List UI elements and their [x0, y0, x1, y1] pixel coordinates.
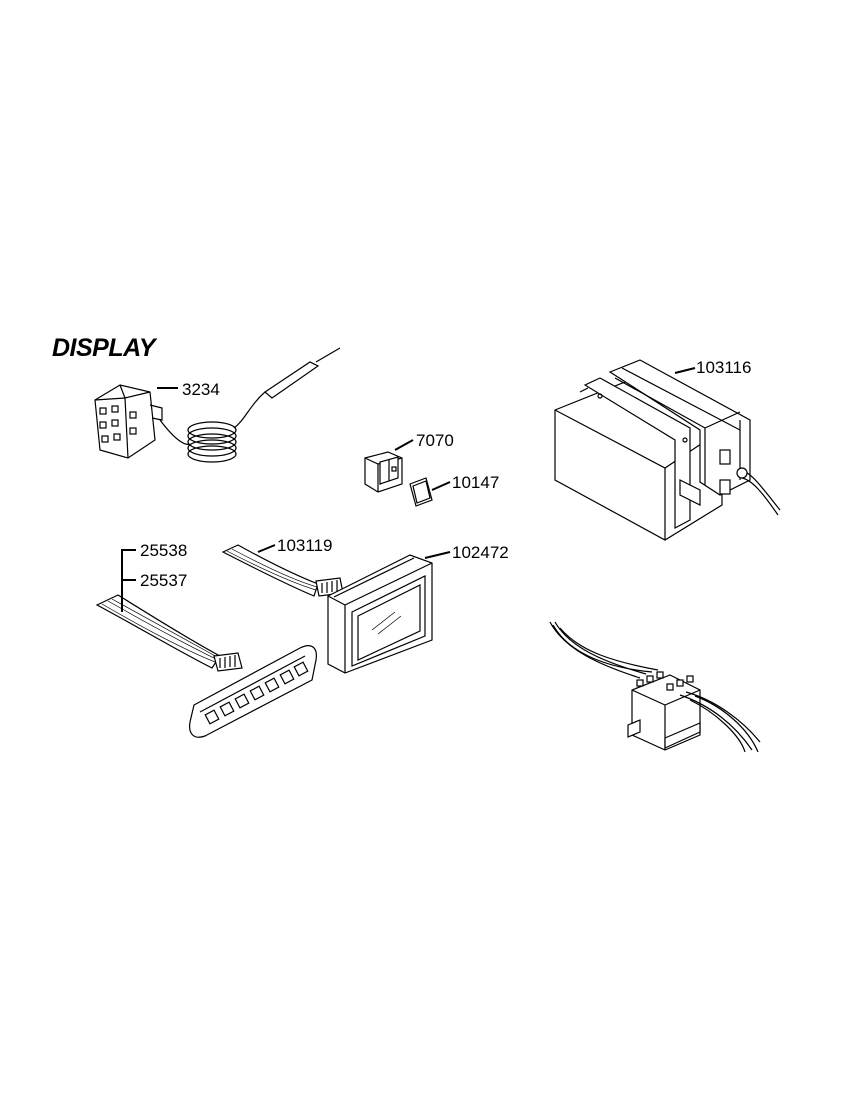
- callout-25537: 25537: [140, 571, 187, 590]
- keypad-ribbon-cable-part: [95, 594, 243, 672]
- display-panel-part: [327, 554, 433, 674]
- transformer-part: [554, 359, 781, 541]
- thermostat-part: [94, 347, 341, 463]
- keypad-part: [189, 645, 317, 738]
- callout-10147: 10147: [452, 473, 499, 492]
- callout-3234: 3234: [182, 380, 220, 399]
- callout-25538: 25538: [140, 541, 187, 560]
- section-title: DISPLAY: [52, 334, 156, 362]
- callout-7070: 7070: [416, 431, 454, 450]
- callout-102472: 102472: [452, 543, 509, 562]
- callout-103116: 103116: [696, 358, 751, 377]
- rocker-switch-part: [364, 451, 403, 493]
- callout-103119: 103119: [277, 536, 332, 555]
- contactor-part: [549, 621, 761, 753]
- switch-cover-part: [409, 477, 433, 507]
